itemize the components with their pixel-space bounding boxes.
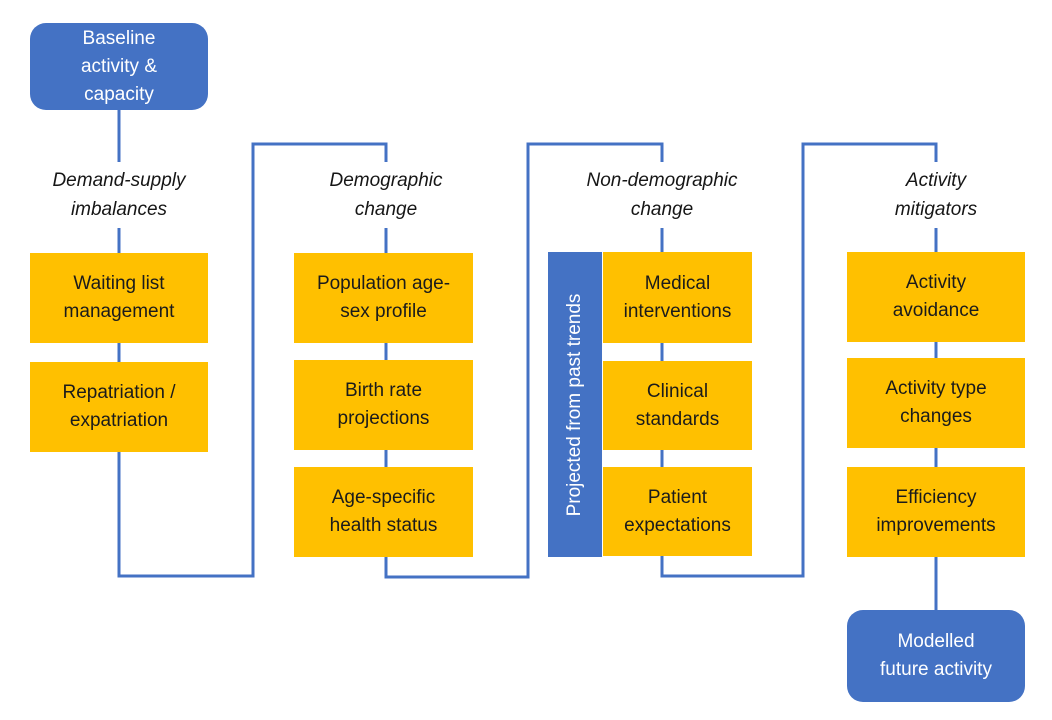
flow-box-patient-expectations: Patient expectations	[603, 467, 752, 556]
end-node: Modelled future activity	[847, 610, 1025, 702]
flow-box-activity-avoidance: Activity avoidance	[847, 252, 1025, 342]
flow-box-clinical-standards: Clinical standards	[603, 361, 752, 450]
flow-box-medical-interventions: Medical interventions	[603, 252, 752, 343]
flow-box-birth-rate-projections: Birth rate projections	[294, 360, 473, 450]
flow-box-repatriation-expatriation: Repatriation / expatriation	[30, 362, 208, 452]
column-header-non-demographic-change: Non-demographic change	[562, 162, 762, 228]
start-node: Baseline activity & capacity	[30, 23, 208, 110]
flow-box-activity-type-changes: Activity type changes	[847, 358, 1025, 448]
flow-box-waiting-list-management: Waiting list management	[30, 253, 208, 343]
column-header-activity-mitigators: Activity mitigators	[836, 162, 1036, 228]
side-label-projected-from-past-trends: Projected from past trends	[548, 252, 602, 557]
column-header-demographic-change: Demographic change	[286, 162, 486, 228]
side-label-text: Projected from past trends	[564, 293, 585, 516]
column-header-demand-supply-imbalances: Demand-supply imbalances	[19, 162, 219, 228]
flow-box-efficiency-improvements: Efficiency improvements	[847, 467, 1025, 557]
flow-box-age-specific-health-status: Age-specific health status	[294, 467, 473, 557]
flow-box-population-age-sex-profile: Population age- sex profile	[294, 253, 473, 343]
